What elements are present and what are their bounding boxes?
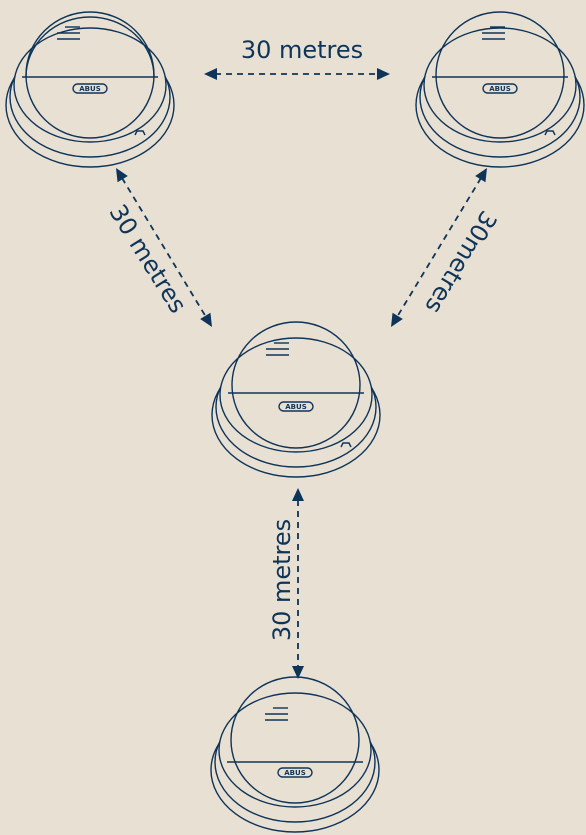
brand-badge: ABUS xyxy=(278,401,314,412)
distance-label-vertical: 30 metres xyxy=(268,519,296,641)
vent-icon xyxy=(265,707,288,721)
brand-logo-text: ABUS xyxy=(489,85,510,93)
brand-badge: ABUS xyxy=(277,767,313,778)
brand-badge: ABUS xyxy=(482,83,518,94)
distance-arrow-top xyxy=(204,68,390,80)
distance-arrow-left xyxy=(116,168,212,327)
distance-arrow-vertical xyxy=(292,488,304,679)
smoke-detector-top-left: ABUS xyxy=(5,11,175,168)
smoke-detector-middle: ABUS xyxy=(211,321,381,478)
brand-badge: ABUS xyxy=(72,83,108,94)
distance-label-top: 30 metres xyxy=(241,36,363,64)
vent-icon xyxy=(482,26,505,40)
brand-logo-text: ABUS xyxy=(285,403,306,411)
distance-label-left: 30 metres xyxy=(103,199,192,318)
distance-arrow-right xyxy=(391,168,487,327)
smoke-detector-top-right: ABUS xyxy=(415,11,585,168)
vent-icon xyxy=(57,26,80,40)
vent-icon xyxy=(266,342,289,356)
brand-logo-text: ABUS xyxy=(79,85,100,93)
smoke-detector-bottom: ABUS xyxy=(210,676,380,833)
distance-label-right: 30metres xyxy=(419,206,502,319)
brand-logo-text: ABUS xyxy=(284,769,305,777)
